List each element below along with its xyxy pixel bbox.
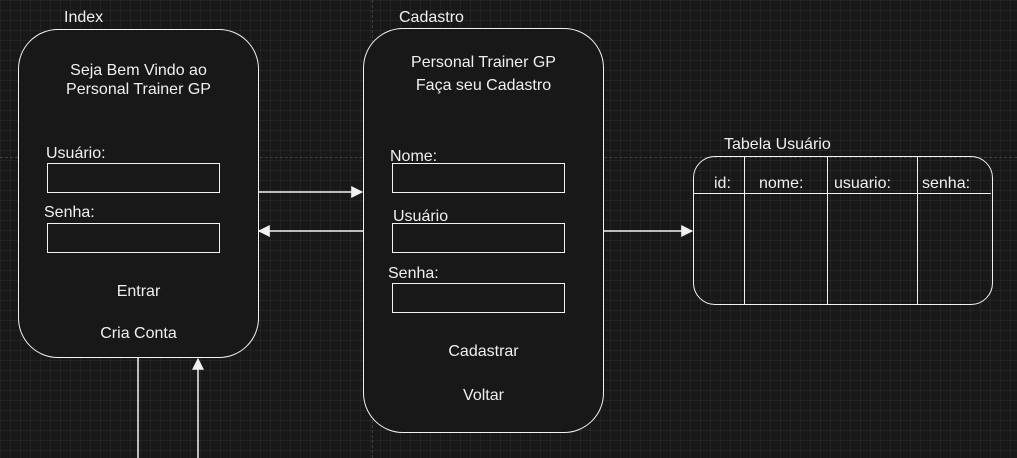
index-password-input[interactable] [47, 223, 220, 253]
create-account-button[interactable]: Cria Conta [100, 325, 177, 342]
table-column-separator [827, 157, 828, 304]
table-column-id: id: [714, 175, 731, 192]
table-column-senha: senha: [922, 175, 971, 192]
index-frame [18, 29, 259, 358]
table-column-usuario: usuario: [834, 175, 891, 192]
table-column-separator [744, 157, 745, 304]
cadastro-user-input[interactable] [392, 223, 565, 253]
table-column-separator [917, 157, 918, 304]
table-header-separator [694, 193, 991, 194]
cadastro-password-label: Senha: [388, 265, 439, 282]
table-title: Tabela Usuário [724, 136, 831, 153]
cadastro-title: Cadastro [399, 9, 464, 26]
cadastro-name-input[interactable] [392, 163, 565, 193]
user-table: id: nome: usuario: senha: [693, 156, 993, 305]
cadastro-password-input[interactable] [392, 283, 565, 313]
table-column-nome: nome: [759, 175, 804, 192]
index-welcome-line1: Seja Bem Vindo ao [70, 62, 207, 79]
cadastro-header-line2: Faça seu Cadastro [415, 77, 552, 94]
back-button[interactable]: Voltar [463, 387, 504, 404]
index-password-label: Senha: [44, 204, 95, 221]
index-title: Index [64, 9, 104, 26]
index-user-input[interactable] [47, 163, 220, 193]
cadastro-header-line1: Personal Trainer GP [411, 54, 556, 71]
index-welcome-line2: Personal Trainer GP [66, 81, 211, 98]
index-user-label: Usuário: [46, 145, 106, 162]
cadastro-name-label: Nome: [390, 148, 438, 165]
login-button[interactable]: Entrar [116, 283, 161, 300]
cadastro-user-label: Usuário [393, 208, 449, 225]
register-button[interactable]: Cadastrar [448, 343, 519, 360]
